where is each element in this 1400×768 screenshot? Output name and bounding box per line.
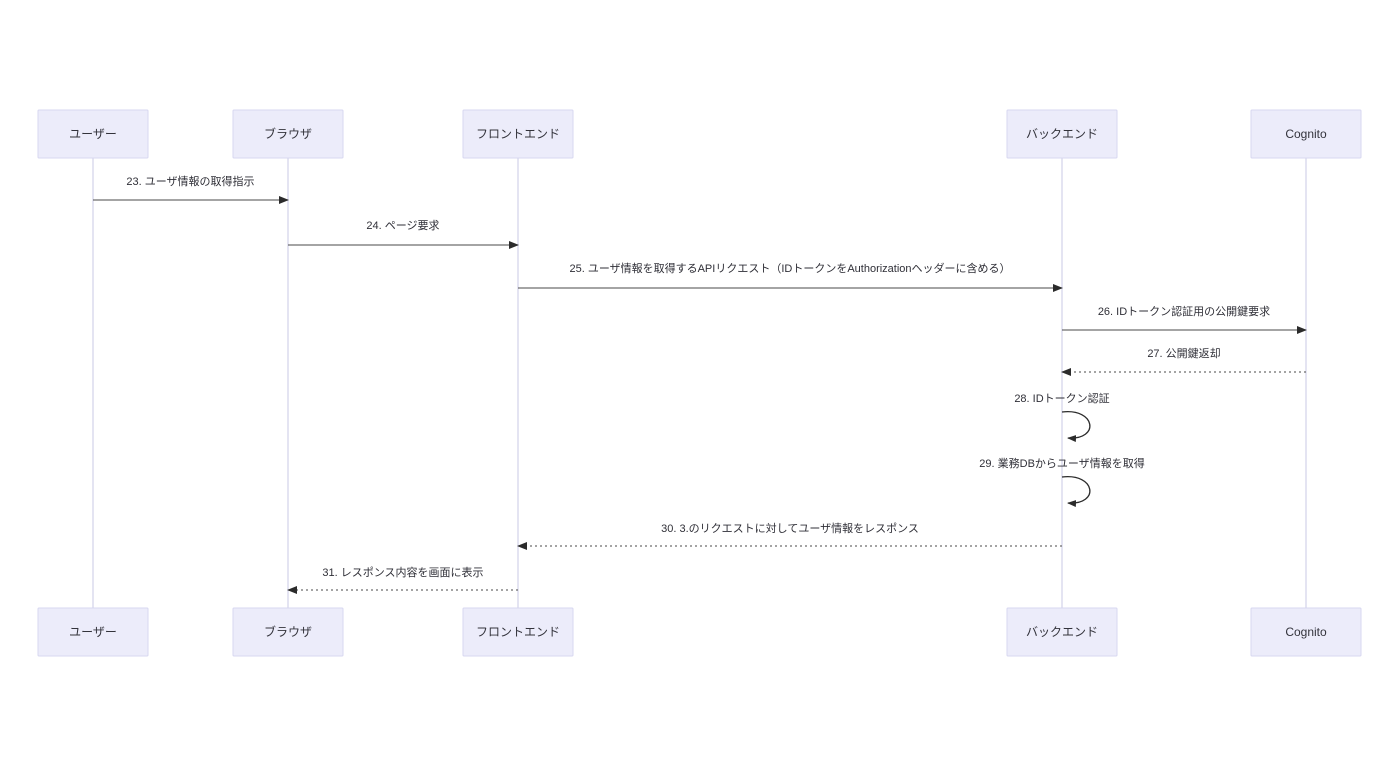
lifelines-group [92, 158, 1307, 608]
participant-top-box-backend[interactable] [1006, 109, 1118, 159]
message-30: 30. 3.のリクエストに対してユーザ情報をレスポンス [517, 521, 1062, 550]
participant-bottom-label-backend: バックエンド [1026, 625, 1098, 639]
participant-top-label-cognito: Cognito [1285, 127, 1327, 141]
message-27: 27. 公開鍵返却 [1061, 346, 1306, 376]
participant-top-box-frontend[interactable] [462, 109, 574, 159]
participants-bottom-group: ユーザー ブラウザ フロントエンド バックエンド Cognito [37, 607, 1362, 657]
participant-bottom-label-user: ユーザー [69, 625, 117, 639]
message-self-loop-28 [1061, 411, 1091, 442]
message-28: 28. IDトークン認証 [1014, 391, 1110, 442]
participant-top-box-user[interactable] [37, 109, 149, 159]
participant-top-label-user: ユーザー [69, 127, 117, 141]
participant-bottom-box-browser[interactable] [232, 607, 344, 657]
participant-top-label-backend: バックエンド [1026, 127, 1098, 141]
message-label-31: 31. レスポンス内容を画面に表示 [322, 565, 483, 579]
message-label-24: 24. ページ要求 [366, 219, 439, 232]
message-29: 29. 業務DBからユーザ情報を取得 [979, 456, 1145, 507]
participant-bottom-box-backend[interactable] [1006, 607, 1118, 657]
message-label-30: 30. 3.のリクエストに対してユーザ情報をレスポンス [661, 521, 919, 535]
message-label-25: 25. ユーザ情報を取得するAPIリクエスト（IDトークンをAuthorizat… [569, 261, 1010, 275]
message-23: 23. ユーザ情報の取得指示 [93, 174, 289, 204]
participant-top-box-cognito[interactable] [1250, 109, 1362, 159]
message-26: 26. IDトークン認証用の公開鍵要求 [1062, 304, 1307, 334]
message-31: 31. レスポンス内容を画面に表示 [287, 565, 518, 594]
participant-top-box-browser[interactable] [232, 109, 344, 159]
participant-top-label-frontend: フロントエンド [476, 127, 560, 141]
message-label-23: 23. ユーザ情報の取得指示 [126, 174, 254, 188]
participant-bottom-label-browser: ブラウザ [264, 624, 312, 639]
message-24: 24. ページ要求 [288, 219, 519, 249]
message-label-27: 27. 公開鍵返却 [1147, 346, 1220, 360]
message-label-28: 28. IDトークン認証 [1014, 391, 1109, 405]
message-self-loop-29 [1061, 476, 1091, 507]
participant-bottom-label-frontend: フロントエンド [476, 625, 560, 639]
participants-top-group: ユーザー ブラウザ フロントエンド バックエンド Cognito [37, 109, 1362, 159]
participant-bottom-box-cognito[interactable] [1250, 607, 1362, 657]
messages-group: 23. ユーザ情報の取得指示 24. ページ要求 25. ユーザ情報を取得するAPI… [93, 174, 1307, 594]
participant-bottom-box-user[interactable] [37, 607, 149, 657]
participant-top-label-browser: ブラウザ [264, 126, 312, 141]
participant-bottom-box-frontend[interactable] [462, 607, 574, 657]
message-label-26: 26. IDトークン認証用の公開鍵要求 [1098, 304, 1270, 318]
participant-bottom-label-cognito: Cognito [1285, 625, 1327, 639]
message-label-29: 29. 業務DBからユーザ情報を取得 [979, 456, 1144, 470]
message-25: 25. ユーザ情報を取得するAPIリクエスト（IDトークンをAuthorizat… [518, 261, 1063, 292]
